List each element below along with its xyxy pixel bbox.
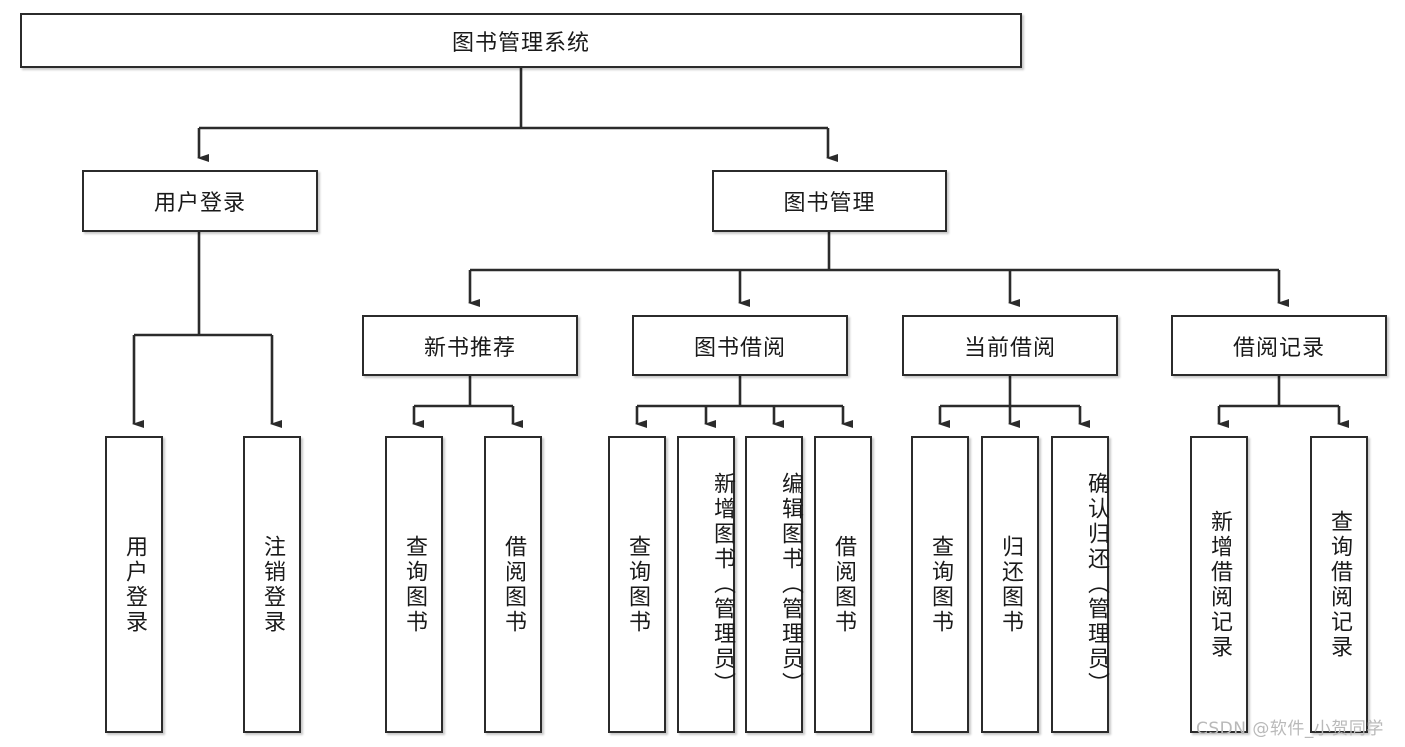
node-leaf-query-book-borrow[interactable]: 查询图书 xyxy=(608,436,666,733)
node-leaf-borrow-book-recommend-label: 借阅图书 xyxy=(501,534,526,635)
node-leaf-add-book-admin-label: 新增图书（管理员） xyxy=(710,472,735,697)
node-current-borrow-label: 当前借阅 xyxy=(963,335,1056,361)
node-current-borrow[interactable]: 当前借阅 xyxy=(902,315,1118,376)
node-root[interactable]: 图书管理系统 xyxy=(20,13,1022,68)
node-leaf-user-logout[interactable]: 注销登录 xyxy=(243,436,301,733)
node-leaf-confirm-return-admin-label: 确认归还（管理员） xyxy=(1084,472,1109,697)
node-leaf-add-borrow-record-label: 新增借阅记录 xyxy=(1207,509,1232,660)
node-root-label: 图书管理系统 xyxy=(451,30,590,56)
node-new-book-recommend[interactable]: 新书推荐 xyxy=(362,315,578,376)
node-new-book-recommend-label: 新书推荐 xyxy=(423,335,516,361)
node-leaf-query-book-recommend[interactable]: 查询图书 xyxy=(385,436,443,733)
node-leaf-query-borrow-record[interactable]: 查询借阅记录 xyxy=(1310,436,1368,733)
node-book-management-label: 图书管理 xyxy=(783,191,876,216)
node-leaf-return-book[interactable]: 归还图书 xyxy=(981,436,1039,733)
node-book-borrow-label: 图书借阅 xyxy=(693,335,786,361)
node-leaf-return-book-label: 归还图书 xyxy=(998,534,1023,635)
node-leaf-user-login[interactable]: 用户登录 xyxy=(105,436,163,733)
node-leaf-query-book-recommend-label: 查询图书 xyxy=(402,534,427,635)
node-leaf-edit-book-admin-label: 编辑图书（管理员） xyxy=(778,472,803,697)
node-leaf-edit-book-admin[interactable]: 编辑图书（管理员） xyxy=(745,436,803,733)
node-leaf-add-borrow-record[interactable]: 新增借阅记录 xyxy=(1190,436,1248,733)
node-book-borrow[interactable]: 图书借阅 xyxy=(632,315,848,376)
node-leaf-add-book-admin[interactable]: 新增图书（管理员） xyxy=(677,436,735,733)
node-leaf-user-logout-label: 注销登录 xyxy=(260,534,285,635)
node-user-login-label: 用户登录 xyxy=(153,191,246,216)
node-leaf-borrow-book[interactable]: 借阅图书 xyxy=(814,436,872,733)
node-leaf-query-book-current-label: 查询图书 xyxy=(928,534,953,635)
node-leaf-query-book-borrow-label: 查询图书 xyxy=(625,534,650,635)
connector-lines xyxy=(132,68,1349,428)
node-user-login[interactable]: 用户登录 xyxy=(82,170,318,232)
node-borrow-record[interactable]: 借阅记录 xyxy=(1171,315,1387,376)
node-leaf-confirm-return-admin[interactable]: 确认归还（管理员） xyxy=(1051,436,1109,733)
node-borrow-record-label: 借阅记录 xyxy=(1232,335,1325,361)
node-leaf-borrow-book-label: 借阅图书 xyxy=(831,534,856,635)
node-leaf-query-book-current[interactable]: 查询图书 xyxy=(911,436,969,733)
csdn-watermark: CSDN @软件_小贺同学 xyxy=(1196,719,1384,739)
node-leaf-user-login-label: 用户登录 xyxy=(122,534,147,635)
node-leaf-borrow-book-recommend[interactable]: 借阅图书 xyxy=(484,436,542,733)
node-book-management[interactable]: 图书管理 xyxy=(712,170,947,232)
node-leaf-query-borrow-record-label: 查询借阅记录 xyxy=(1327,509,1352,660)
